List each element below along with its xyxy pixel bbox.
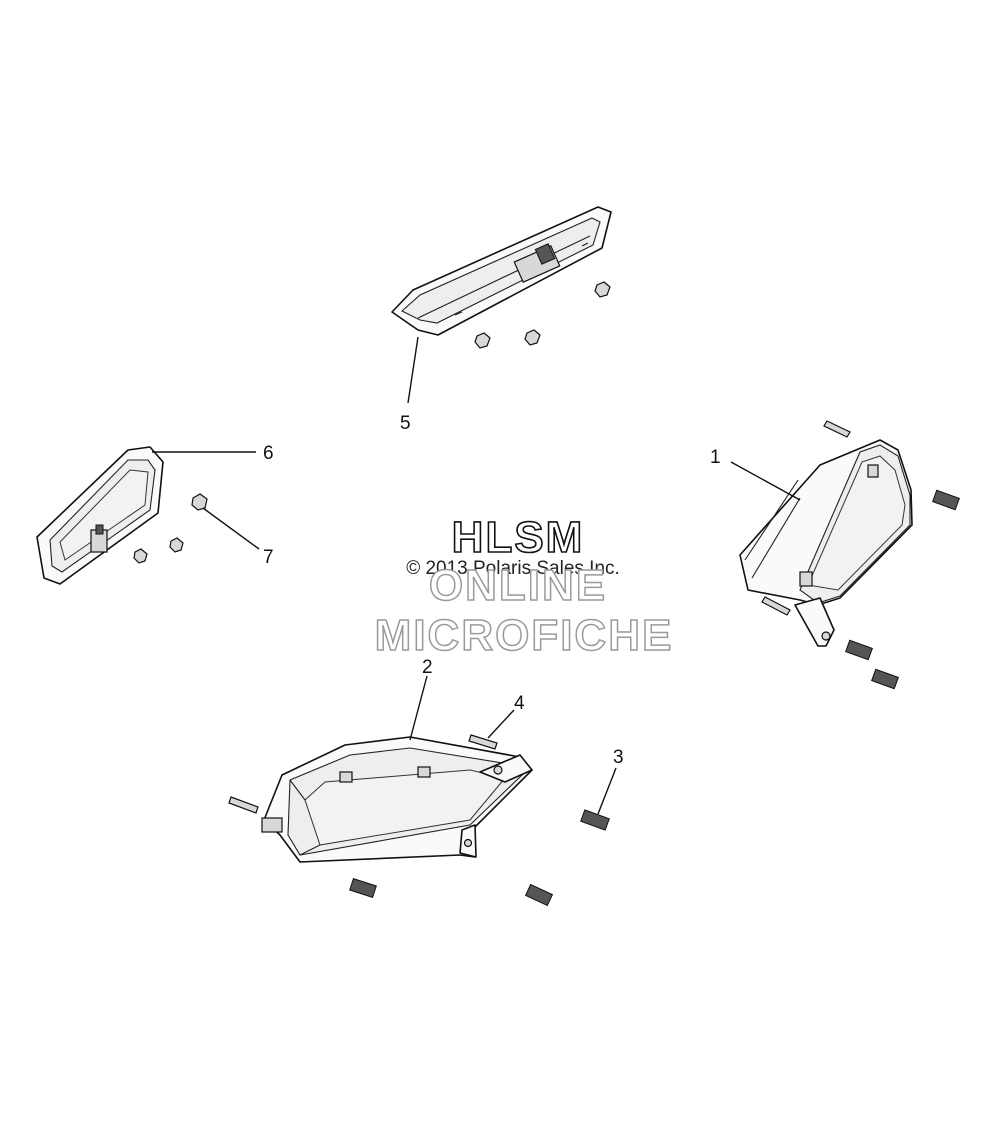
leader-7 — [202, 507, 260, 550]
leader-3 — [597, 767, 617, 815]
part-6-marker-light — [36, 446, 164, 585]
callout-6: 6 — [263, 443, 274, 464]
part-2-bolt — [228, 796, 259, 814]
leader-4 — [487, 709, 515, 739]
part-5-tail-light — [391, 206, 612, 336]
part-6-nuts — [133, 537, 184, 564]
leader-5 — [407, 336, 419, 404]
part-3-nut — [580, 809, 610, 831]
part-1-bolts — [761, 420, 851, 616]
callout-2: 2 — [422, 657, 433, 678]
part-1-headlight — [739, 439, 913, 647]
callout-4: 4 — [514, 693, 525, 714]
part-4-bolt — [468, 734, 498, 750]
part-2-nuts — [349, 877, 554, 907]
callout-5: 5 — [400, 413, 411, 434]
part-1-nuts — [845, 489, 960, 690]
part-7-clip — [191, 493, 208, 511]
part-2-headlight — [261, 736, 533, 863]
part-5-nuts — [474, 281, 611, 349]
leader-2 — [409, 675, 428, 741]
callout-3: 3 — [613, 747, 624, 768]
watermark-microfiche: MICROFICHE — [375, 611, 674, 660]
watermark-online: ONLINE — [429, 561, 607, 610]
callout-7: 7 — [263, 547, 274, 568]
watermark-title: HLSM — [452, 513, 585, 562]
leader-1 — [730, 461, 801, 501]
callout-1: 1 — [710, 447, 721, 468]
watermark-copyright: © 2013 Polaris Sales Inc. — [406, 558, 620, 579]
